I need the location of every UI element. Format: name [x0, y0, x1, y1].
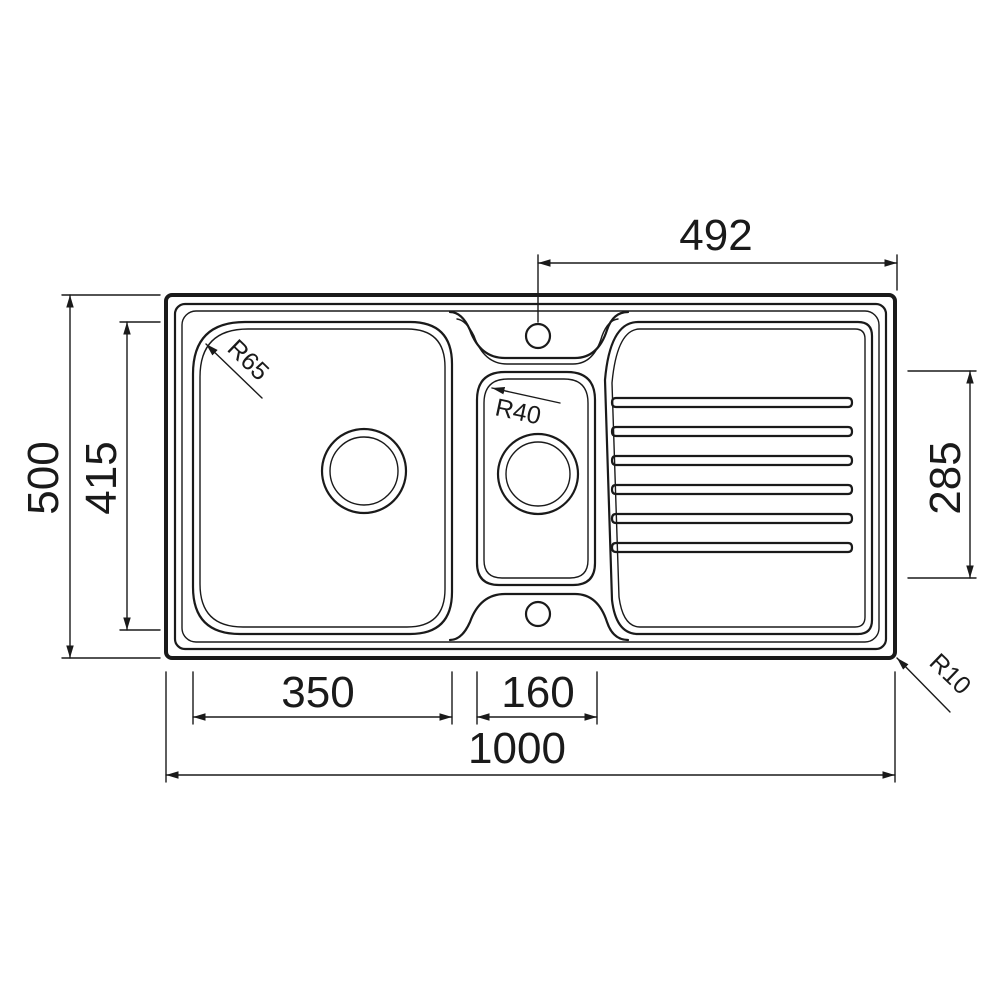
- dim-overall-depth: 500: [19, 294, 161, 659]
- drainer-groove: [610, 541, 854, 554]
- radius-r10: R10: [896, 648, 976, 713]
- radius-r40: R40: [491, 387, 561, 430]
- dim-label-500: 500: [19, 441, 68, 514]
- tap-ledge: [448, 310, 630, 642]
- drainer-groove: [610, 512, 854, 525]
- dim-label-285: 285: [921, 441, 970, 514]
- drainer: [603, 320, 874, 636]
- drainer-groove: [610, 483, 854, 496]
- radius-label-r65: R65: [222, 334, 274, 386]
- main-bowl-drain: [320, 427, 408, 515]
- dim-drainer-depth: 285: [907, 370, 977, 579]
- dim-half-bowl-width: 160: [476, 668, 598, 725]
- drainer-groove: [610, 396, 854, 409]
- radius-r65: R65: [205, 334, 274, 399]
- dim-bowl-depth: 415: [77, 321, 161, 631]
- dim-label-492: 492: [679, 211, 752, 260]
- tap-hole: [524, 322, 552, 350]
- overflow-hole: [524, 600, 552, 628]
- radius-label-r40: R40: [493, 393, 544, 430]
- main-bowl: [191, 320, 454, 636]
- dim-tap-offset: 492: [537, 211, 898, 323]
- drainer-grooves: [610, 396, 854, 554]
- half-bowl: [475, 370, 597, 587]
- half-bowl-drain: [496, 432, 580, 516]
- dim-label-1000: 1000: [468, 724, 566, 773]
- dim-label-160: 160: [501, 668, 574, 717]
- dim-overall-width: 1000: [165, 671, 896, 783]
- drainer-groove: [610, 454, 854, 467]
- dim-label-350: 350: [281, 668, 354, 717]
- dim-label-415: 415: [77, 441, 126, 514]
- dim-main-bowl-width: 350: [192, 668, 453, 725]
- sink-outline: [164, 293, 897, 660]
- drainer-groove: [610, 425, 854, 438]
